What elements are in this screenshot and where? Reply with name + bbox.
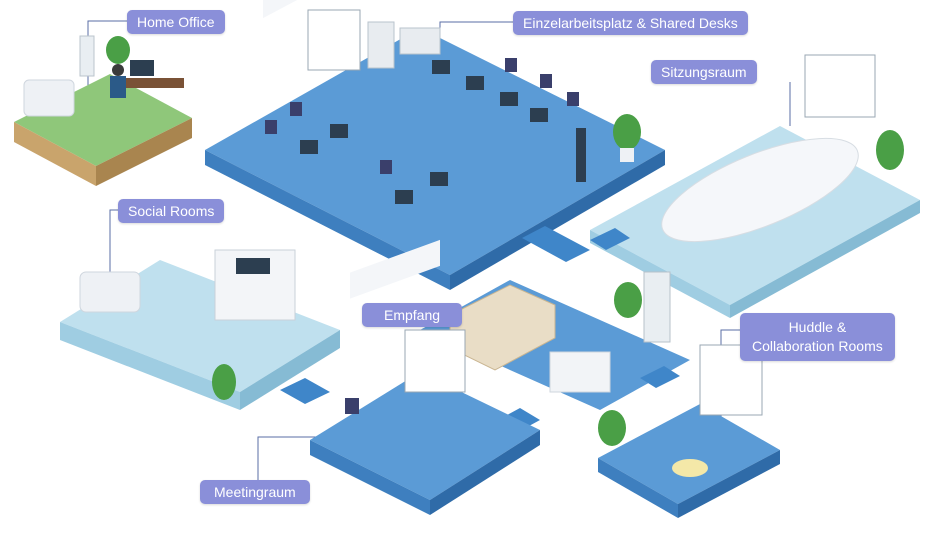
label-huddle-line2: Collaboration Rooms xyxy=(752,338,883,354)
meetingraum-platform xyxy=(310,239,540,515)
label-huddle: Huddle & Collaboration Rooms xyxy=(740,313,895,361)
label-sitzungsraum: Sitzungsraum xyxy=(651,60,757,84)
whiteboard-icon xyxy=(404,329,466,393)
sofa-icon xyxy=(79,271,141,313)
huddle-platform xyxy=(598,344,780,518)
desk-icon xyxy=(124,78,184,88)
whiteboard-icon xyxy=(307,9,361,71)
home-office-platform xyxy=(14,35,192,186)
label-empfang: Empfang xyxy=(362,303,463,327)
label-home-office: Home Office xyxy=(127,10,225,34)
label-social-rooms: Social Rooms xyxy=(118,199,225,223)
chair-icon xyxy=(265,120,277,134)
open-office-platform xyxy=(205,0,665,290)
social-rooms-platform xyxy=(60,249,340,410)
label-meetingraum: Meetingraum xyxy=(200,480,310,504)
plant-icon xyxy=(106,36,130,64)
sitzungsraum-platform xyxy=(590,54,920,318)
empfang-area xyxy=(420,271,690,410)
whiteboard-icon xyxy=(804,54,876,118)
monitor-icon xyxy=(300,140,318,154)
label-huddle-line1: Huddle & xyxy=(788,319,847,335)
person-icon xyxy=(112,64,124,76)
label-einzelarbeitsplatz: Einzelarbeitsplatz & Shared Desks xyxy=(513,11,748,35)
water-cooler-icon xyxy=(643,271,671,343)
sofa-icon xyxy=(23,79,75,117)
